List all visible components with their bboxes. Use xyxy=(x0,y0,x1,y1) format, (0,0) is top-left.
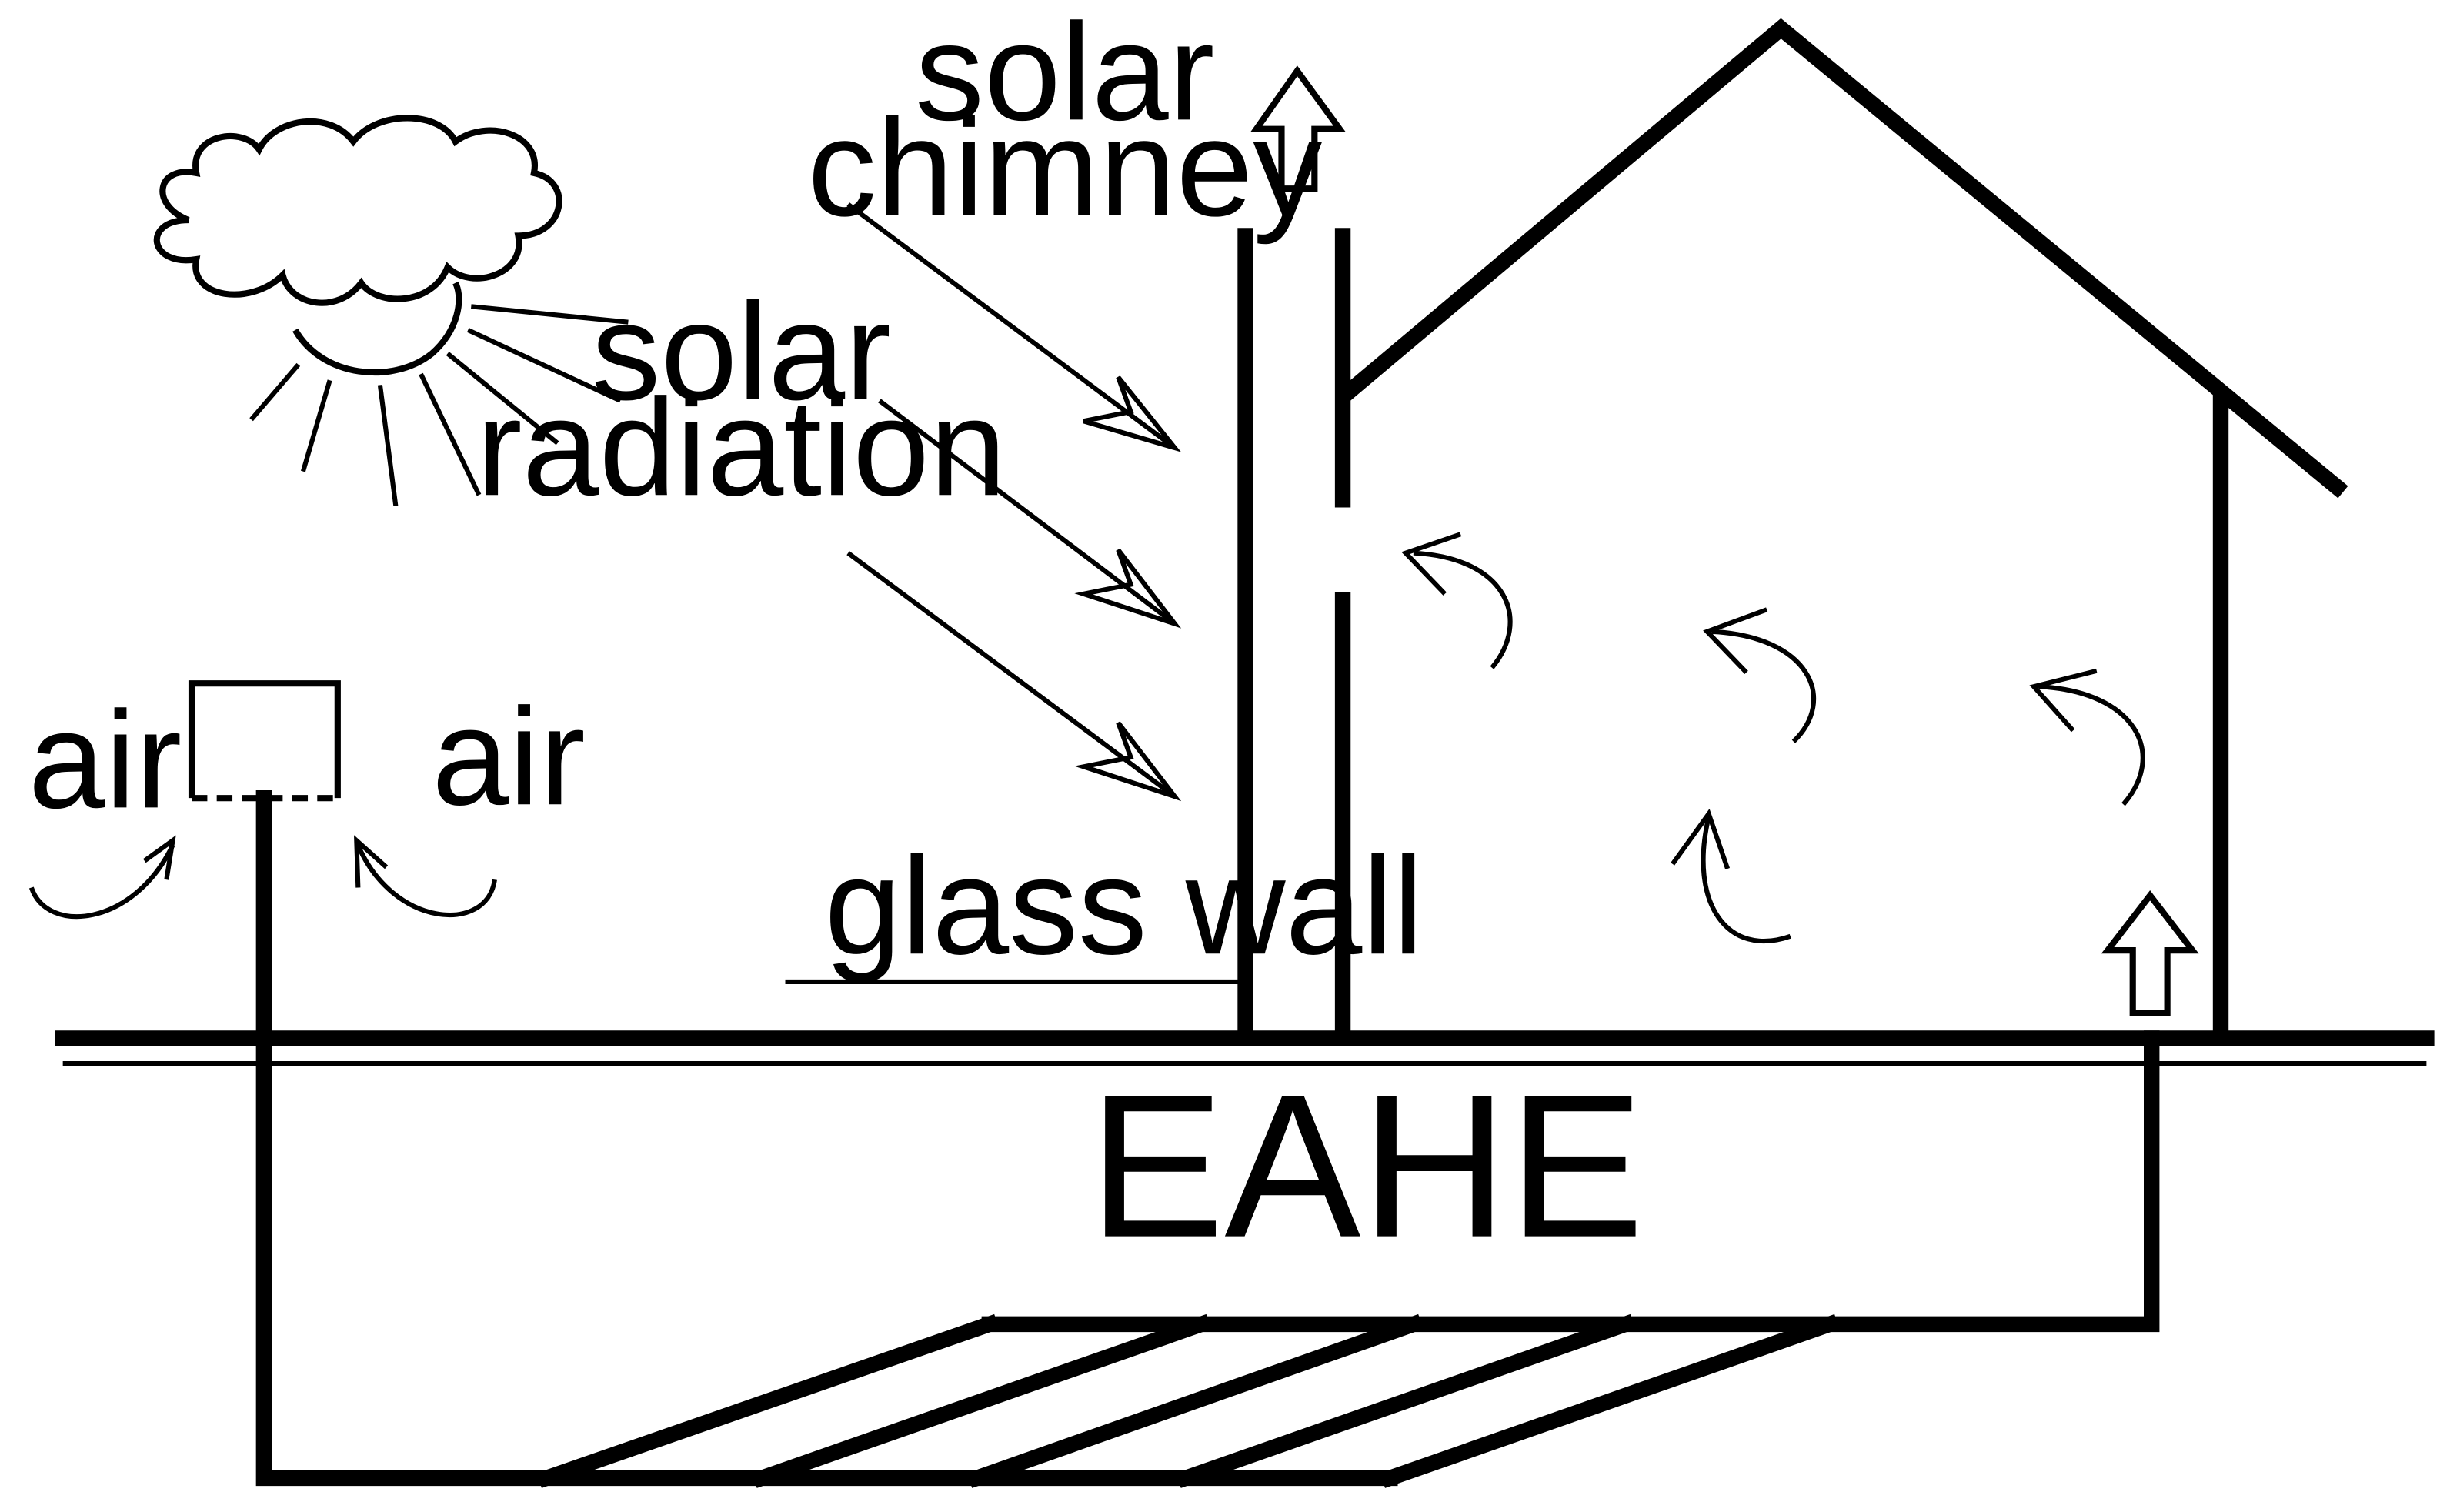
ground-surface xyxy=(55,1030,2435,1066)
curved-arrow-icon xyxy=(1703,607,1816,743)
solar-chimney-label-line2: chimney xyxy=(807,91,1322,245)
solar-radiation-arrows xyxy=(846,202,1182,802)
solar-radiation-label-line2: radiation xyxy=(476,370,1006,525)
radiation-arrow-icon xyxy=(878,399,1182,629)
air-right-label: air xyxy=(432,679,586,834)
solar-chimney xyxy=(1237,228,1351,1042)
buried-pipe-coil xyxy=(536,1313,1840,1488)
curved-arrow-icon xyxy=(1671,808,1791,944)
air-intake-arrows xyxy=(28,835,497,920)
curved-arrow-icon xyxy=(28,835,176,920)
radiation-arrow-icon xyxy=(846,202,1182,452)
air-intake xyxy=(188,680,341,802)
sun-icon xyxy=(249,281,629,506)
radiation-arrow-icon xyxy=(846,551,1182,802)
eahe-pipe xyxy=(255,789,2160,1488)
curved-arrow-icon xyxy=(354,835,497,917)
indoor-airflow-arrows xyxy=(1401,532,2145,944)
eahe-label: EAHE xyxy=(1088,1053,1644,1280)
chimney-outlet-arrow-icon xyxy=(1250,65,1347,192)
solar-radiation-label-line1: solar xyxy=(592,275,891,429)
curved-arrow-icon xyxy=(1401,532,1513,669)
cloud-icon xyxy=(153,115,562,306)
air-left-label: air xyxy=(28,683,182,837)
curved-arrow-icon xyxy=(2029,668,2145,806)
floor-inlet-arrow-icon xyxy=(2101,890,2199,1016)
solar-chimney-label-line1: solar xyxy=(915,0,1214,149)
house xyxy=(1336,18,2348,1042)
glass-wall-label: glass wall xyxy=(825,829,1424,983)
